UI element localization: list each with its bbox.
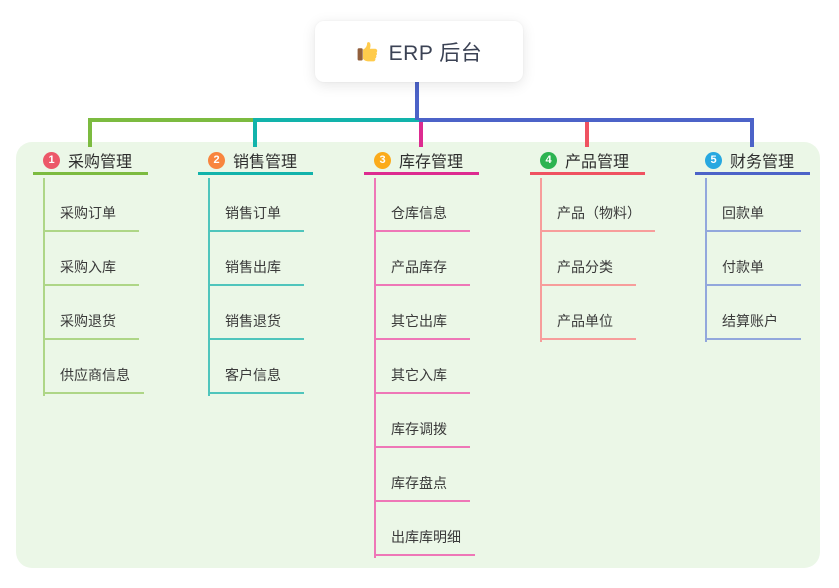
child-label: 付款单 xyxy=(722,259,764,275)
branch-label: 库存管理 xyxy=(399,154,464,171)
child-node[interactable]: 供应商信息 xyxy=(43,340,144,394)
child-label: 其它入库 xyxy=(391,367,447,383)
child-label: 仓库信息 xyxy=(391,205,447,221)
branch-label: 财务管理 xyxy=(730,154,795,171)
child-label: 采购退货 xyxy=(60,313,116,329)
child-node[interactable]: 结算账户 xyxy=(705,286,801,340)
branch-connector-line xyxy=(705,178,707,342)
branch-number-badge: 1 xyxy=(43,151,60,169)
child-label: 客户信息 xyxy=(225,367,281,383)
child-node[interactable]: 仓库信息 xyxy=(374,178,470,232)
branch-drop-line xyxy=(750,118,754,147)
child-node[interactable]: 销售出库 xyxy=(208,232,304,286)
branch-header[interactable]: 5 财务管理 xyxy=(695,148,810,175)
branch-label: 销售管理 xyxy=(233,154,298,171)
child-label: 出库库明细 xyxy=(391,529,461,545)
child-node[interactable]: 产品单位 xyxy=(540,286,636,340)
branch-header[interactable]: 2 销售管理 xyxy=(198,148,313,175)
branch-label: 产品管理 xyxy=(565,154,630,171)
branch-header[interactable]: 1 采购管理 xyxy=(33,148,148,175)
child-node[interactable]: 其它入库 xyxy=(374,340,470,394)
child-node[interactable]: 采购入库 xyxy=(43,232,139,286)
branch-header[interactable]: 3 库存管理 xyxy=(364,148,479,175)
branch-children: 仓库信息 产品库存 其它出库 其它入库 库存调拨 库存盘点 出库库明细 xyxy=(374,178,475,558)
child-label: 结算账户 xyxy=(722,313,778,329)
child-label: 其它出库 xyxy=(391,313,447,329)
child-node[interactable]: 库存盘点 xyxy=(374,448,470,502)
child-label: 采购订单 xyxy=(60,205,116,221)
branch-children: 采购订单 采购入库 采购退货 供应商信息 xyxy=(43,178,144,396)
child-node[interactable]: 其它出库 xyxy=(374,286,470,340)
child-label: 库存盘点 xyxy=(391,475,447,491)
branch-connector-line xyxy=(540,178,542,342)
child-label: 产品（物料） xyxy=(557,205,641,221)
rail-segment xyxy=(253,118,419,122)
child-node[interactable]: 付款单 xyxy=(705,232,801,286)
child-node[interactable]: 回款单 xyxy=(705,178,801,232)
child-node[interactable]: 销售订单 xyxy=(208,178,304,232)
child-node[interactable]: 产品分类 xyxy=(540,232,636,286)
branch-header[interactable]: 4 产品管理 xyxy=(530,148,645,175)
branch-connector-line xyxy=(208,178,210,396)
child-label: 库存调拨 xyxy=(391,421,447,437)
child-node[interactable]: 产品（物料） xyxy=(540,178,655,232)
child-node[interactable]: 出库库明细 xyxy=(374,502,475,556)
child-label: 回款单 xyxy=(722,205,764,221)
branch-number-badge: 3 xyxy=(374,151,391,169)
branch-drop-line xyxy=(419,118,423,147)
branch-connector-line xyxy=(43,178,45,396)
branch-label: 采购管理 xyxy=(68,154,133,171)
rail-segment xyxy=(88,118,253,122)
child-label: 采购入库 xyxy=(60,259,116,275)
child-node[interactable]: 客户信息 xyxy=(208,340,304,394)
branch-number-badge: 5 xyxy=(705,151,722,169)
branch-drop-line xyxy=(585,118,589,147)
child-label: 产品库存 xyxy=(391,259,447,275)
branch-drop-line xyxy=(88,118,92,147)
branch-connector-line xyxy=(374,178,376,558)
branch-number-badge: 4 xyxy=(540,151,557,169)
branch-children: 销售订单 销售出库 销售退货 客户信息 xyxy=(208,178,304,396)
child-node[interactable]: 产品库存 xyxy=(374,232,470,286)
branch-children: 产品（物料） 产品分类 产品单位 xyxy=(540,178,655,342)
thumbs-up-icon xyxy=(356,40,379,63)
child-label: 产品分类 xyxy=(557,259,613,275)
child-node[interactable]: 采购订单 xyxy=(43,178,139,232)
branch-children: 回款单 付款单 结算账户 xyxy=(705,178,801,342)
root-title: ERP 后台 xyxy=(388,41,483,65)
root-node[interactable]: ERP 后台 xyxy=(315,21,523,82)
child-label: 销售订单 xyxy=(225,205,281,221)
child-label: 销售退货 xyxy=(225,313,281,329)
branch-number-badge: 2 xyxy=(208,151,225,169)
branches-panel xyxy=(16,142,820,568)
child-label: 产品单位 xyxy=(557,313,613,329)
child-node[interactable]: 库存调拨 xyxy=(374,394,470,448)
rail-segment xyxy=(419,118,754,122)
child-label: 供应商信息 xyxy=(60,367,130,383)
root-drop-line xyxy=(415,80,419,120)
child-label: 销售出库 xyxy=(225,259,281,275)
child-node[interactable]: 采购退货 xyxy=(43,286,139,340)
branch-drop-line xyxy=(253,118,257,147)
child-node[interactable]: 销售退货 xyxy=(208,286,304,340)
